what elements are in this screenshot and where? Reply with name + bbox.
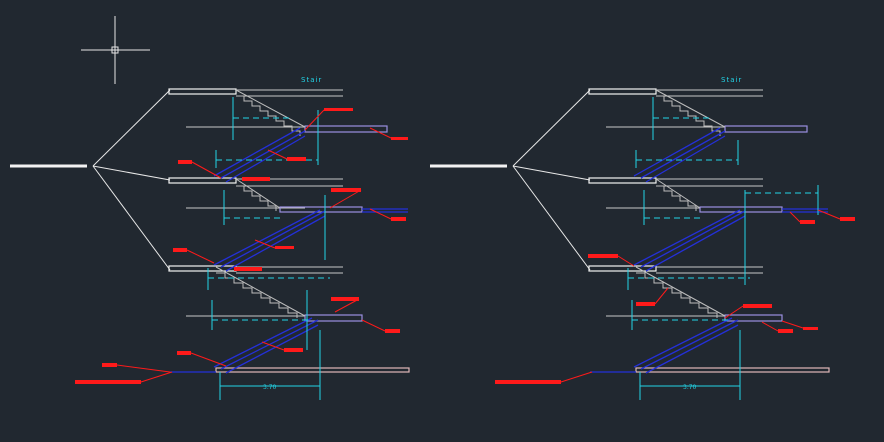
right-section-title: Stair xyxy=(721,76,742,84)
crosshair-cursor-icon xyxy=(81,16,150,84)
right-landing-lines xyxy=(606,89,763,317)
right-stair-section: Stair xyxy=(430,76,855,400)
left-annotation-leaders xyxy=(116,109,392,383)
right-leader-lines xyxy=(512,89,591,271)
left-annotation-tags xyxy=(75,108,408,384)
left-cut-flights xyxy=(170,127,408,374)
left-stair-treads xyxy=(215,89,306,318)
left-dimension-label: 3.70 xyxy=(263,384,277,391)
left-stair-section: Stair xyxy=(10,76,410,400)
left-landing-lines xyxy=(186,89,343,317)
right-floor-slabs xyxy=(588,88,657,272)
left-floor-slabs xyxy=(168,88,237,272)
left-landing-slabs xyxy=(215,125,410,373)
right-annotation-tags xyxy=(495,217,855,384)
right-stair-treads xyxy=(635,89,726,318)
right-annotation-leaders xyxy=(560,209,841,383)
right-cut-flights xyxy=(590,127,828,374)
left-dimension-lines xyxy=(207,97,330,400)
right-dimension-label: 3.70 xyxy=(683,384,697,391)
left-leader-lines xyxy=(92,89,171,271)
left-section-title: Stair xyxy=(301,76,322,84)
right-dimension-lines xyxy=(627,97,819,400)
